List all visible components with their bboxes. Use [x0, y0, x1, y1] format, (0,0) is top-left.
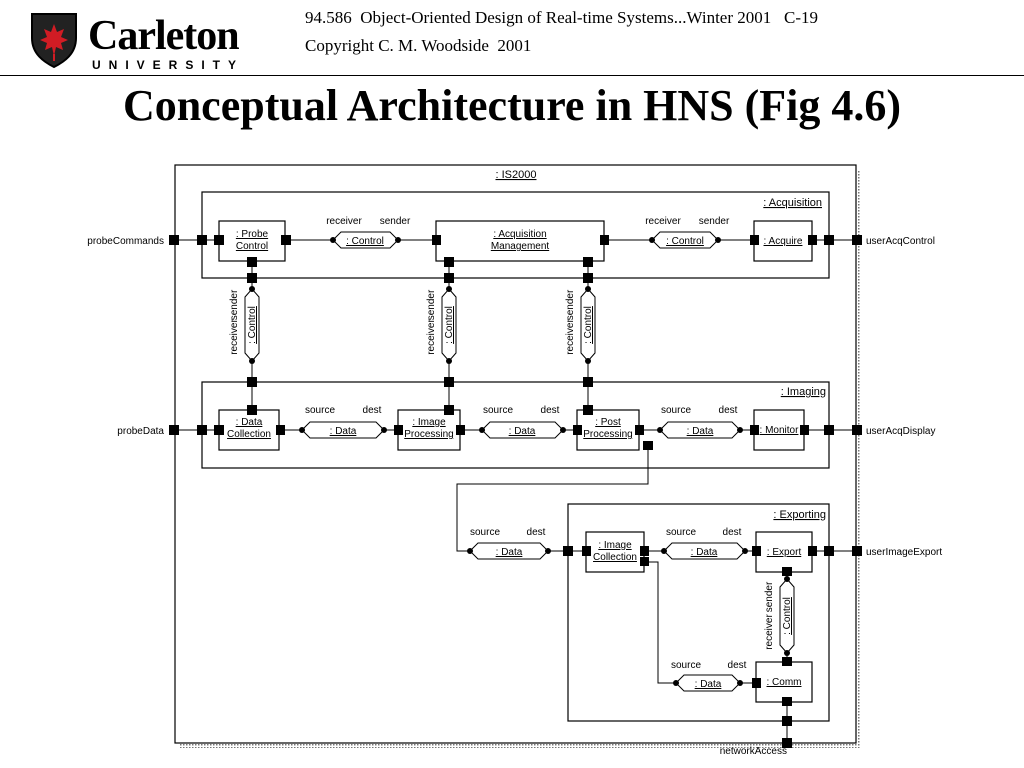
role-sender-v2: sender: [426, 289, 437, 320]
port-userImageExport: userImageExport: [866, 547, 942, 558]
probe-control-label-2: Control: [236, 241, 268, 252]
role-sender-v3: sender: [565, 289, 576, 320]
role-dest-4: dest: [527, 527, 546, 538]
comm-label: : Comm: [767, 677, 802, 688]
role-source-3: source: [661, 405, 691, 416]
acq-mgmt-label-2: Management: [491, 241, 550, 252]
role-receiver-2: receiver: [645, 216, 681, 227]
role-source-1: source: [305, 405, 335, 416]
image-processing-label-2: Processing: [404, 429, 453, 440]
logo-subtitle: UNIVERSITY: [92, 58, 245, 72]
data-label-1: : Data: [330, 426, 357, 437]
export-label: : Export: [767, 547, 802, 558]
role-source-2: source: [483, 405, 513, 416]
control-label-2: : Control: [666, 236, 704, 247]
role-receiver-v4: receiver: [764, 614, 775, 650]
copyright-header: Copyright C. M. Woodside 2001: [305, 36, 532, 55]
acquisition-label: : Acquisition: [763, 197, 822, 209]
role-receiver-v2: receiver: [426, 319, 437, 355]
role-labels: receiver sender receiver sender source d…: [229, 216, 775, 671]
role-source-4: source: [470, 527, 500, 538]
control-label-v3: : Control: [583, 306, 594, 344]
control-label-v4: : Control: [782, 597, 793, 635]
role-dest-3: dest: [719, 405, 738, 416]
role-dest-1: dest: [363, 405, 382, 416]
exporting-label: : Exporting: [773, 509, 826, 521]
acquire-label: : Acquire: [764, 236, 803, 247]
control-label-v2: : Control: [444, 306, 455, 344]
data-label-5: : Data: [691, 547, 718, 558]
role-dest-5: dest: [723, 527, 742, 538]
image-processing-label-1: : Image: [412, 417, 446, 428]
role-receiver-1: receiver: [326, 216, 362, 227]
control-label-v1: : Control: [247, 306, 258, 344]
role-sender-v4: sender: [764, 581, 775, 612]
role-dest-6: dest: [728, 660, 747, 671]
role-source-5: source: [666, 527, 696, 538]
port-networkAccess: networkAccess: [720, 746, 787, 757]
port-userAcqDisplay: userAcqDisplay: [866, 426, 935, 437]
image-collection-label-2: Collection: [593, 552, 637, 563]
role-dest-2: dest: [541, 405, 560, 416]
data-label-4: : Data: [496, 547, 523, 558]
role-sender-1: sender: [380, 216, 411, 227]
protocol-hexagons: [244, 231, 795, 692]
role-sender-v1: sender: [229, 289, 240, 320]
shield-icon: [31, 13, 77, 69]
role-dots: [249, 237, 790, 686]
port-markers: [169, 235, 862, 748]
probe-control-label-1: : Probe: [236, 229, 269, 240]
capsule-labels: : Probe Control : Acquisition Management…: [227, 229, 803, 688]
external-port-labels: probeCommands userAcqControl probeData u…: [87, 236, 942, 757]
monitor-label: : Monitor: [760, 425, 800, 436]
data-label-6: : Data: [695, 679, 722, 690]
port-userAcqControl: userAcqControl: [866, 236, 935, 247]
control-label-1: : Control: [346, 236, 384, 247]
role-receiver-v3: receiver: [565, 319, 576, 355]
is2000-label: : IS2000: [496, 169, 537, 181]
protocol-labels: : Control : Control : Data : Data : Data…: [247, 236, 793, 690]
port-probeData: probeData: [117, 426, 164, 437]
post-processing-label-2: Processing: [583, 429, 632, 440]
data-label-2: : Data: [509, 426, 536, 437]
course-header: 94.586 Object-Oriented Design of Real-ti…: [305, 8, 818, 27]
data-label-3: : Data: [687, 426, 714, 437]
role-source-6: source: [671, 660, 701, 671]
acq-mgmt-label-1: : Acquisition: [493, 229, 546, 240]
logo-wordmark: Carleton: [88, 13, 240, 59]
carleton-logo: Carleton UNIVERSITY: [28, 10, 268, 72]
port-probeCommands: probeCommands: [87, 236, 164, 247]
role-receiver-v1: receiver: [229, 319, 240, 355]
data-collection-label-1: : Data: [236, 417, 263, 428]
header-rule: [0, 75, 1024, 76]
slide-title: Conceptual Architecture in HNS (Fig 4.6): [122, 81, 902, 130]
data-collection-label-2: Collection: [227, 429, 271, 440]
imaging-label: : Imaging: [781, 386, 826, 398]
post-processing-label-1: : Post: [595, 417, 621, 428]
image-collection-label-1: : Image: [598, 540, 632, 551]
role-sender-2: sender: [699, 216, 730, 227]
